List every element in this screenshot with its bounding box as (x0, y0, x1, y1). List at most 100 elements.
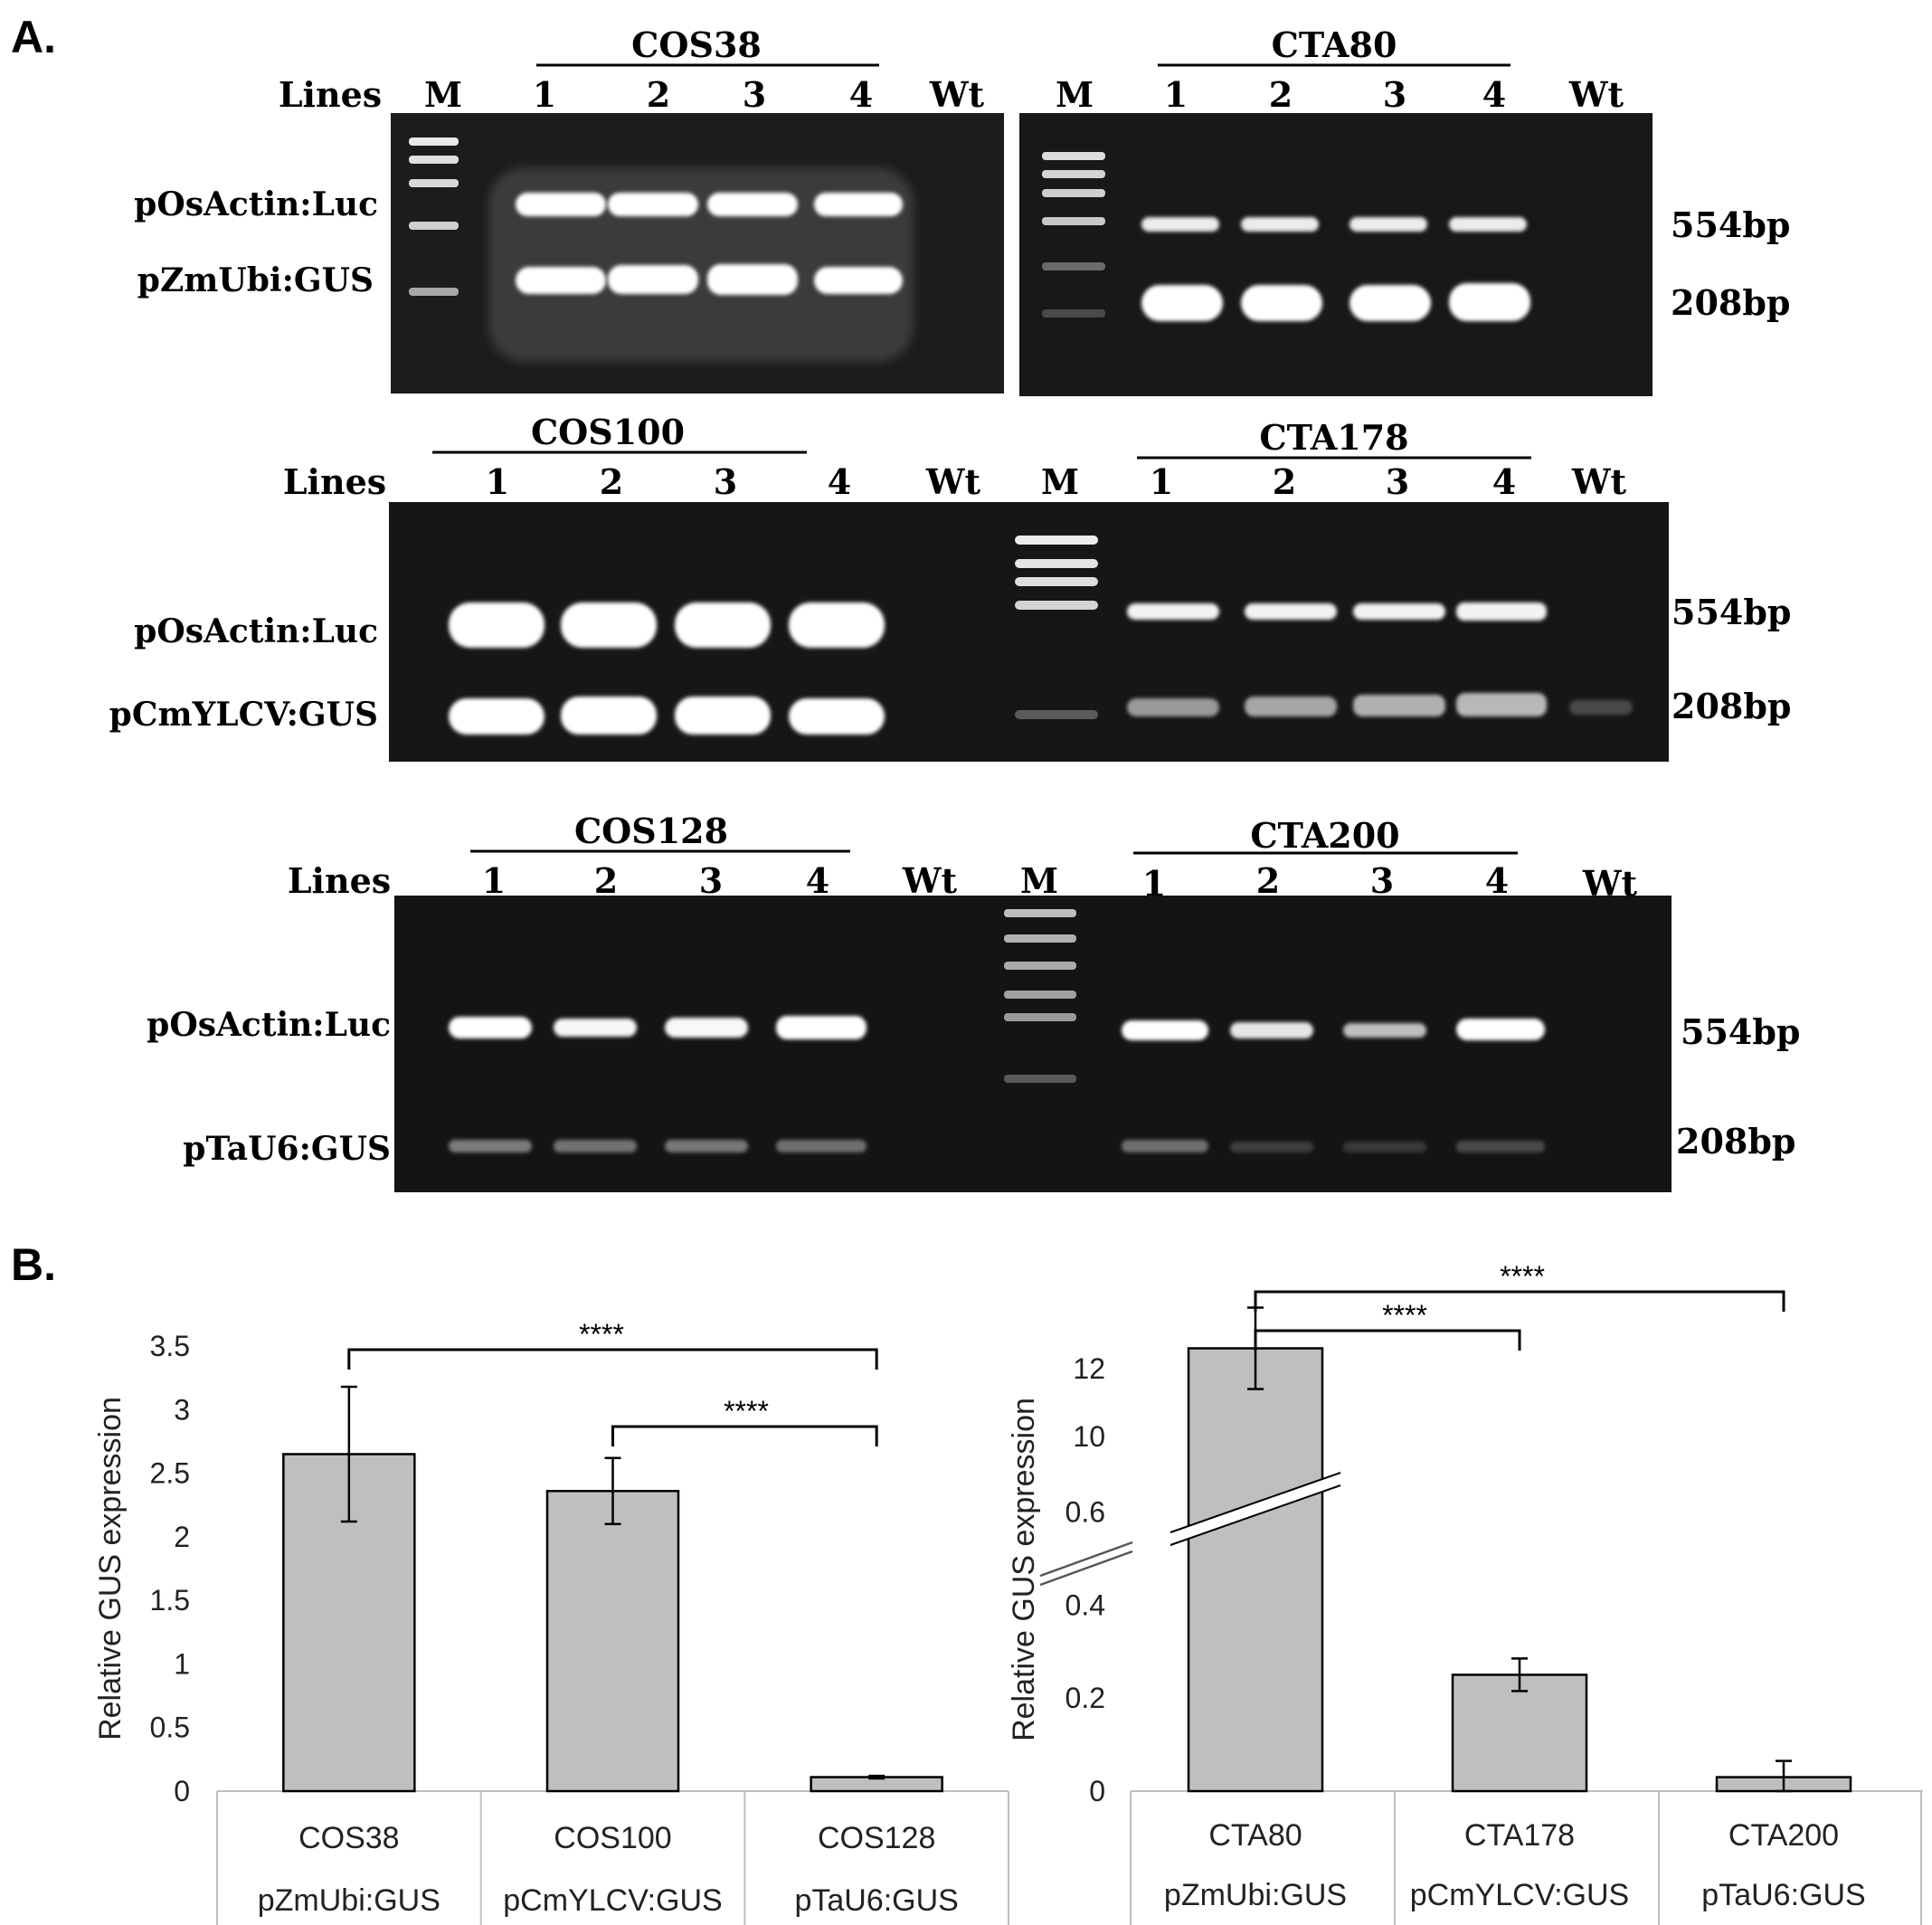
lane-label: 1 (1164, 74, 1188, 115)
band-label-bottom: pZmUbi:GUS (137, 261, 374, 299)
size-label-top: 554bp (1672, 592, 1791, 632)
lane-label: 2 (1269, 74, 1293, 115)
y-tick-label: 1.5 (150, 1584, 190, 1617)
significance-bracket (1254, 1329, 1521, 1351)
y-tick-label: 3.5 (150, 1330, 190, 1362)
lane-label: 3 (699, 860, 723, 901)
significance-label: **** (1382, 1299, 1427, 1332)
lines-label: Lines (283, 461, 386, 502)
size-label-bottom: 208bp (1671, 282, 1790, 323)
bands-top (449, 602, 885, 648)
marker-label: M (1056, 74, 1094, 115)
chart-right: Relative GUS expression 0 0.2 0.4 0.6 10 12CTA… (1007, 1260, 1923, 1925)
wt-label: Wt (1568, 74, 1624, 115)
size-label-top: 554bp (1681, 1011, 1800, 1052)
bands-bottom (1141, 283, 1530, 321)
gel-title: CTA80 (1272, 24, 1397, 65)
gel-cos38: COS38 Lines M 1 2 3 4 Wt pOsActin:Luc pZ… (134, 24, 1004, 394)
bar (545, 1490, 680, 1793)
marker-label: M (1041, 461, 1079, 502)
y-tick-label: 12 (1073, 1352, 1105, 1385)
y-tick-label: 0.6 (1065, 1495, 1105, 1528)
y-tick-label: 3 (174, 1393, 190, 1426)
marker-ladder (1042, 152, 1105, 318)
band-label-bottom: pCmYLCV:GUS (109, 696, 378, 734)
lane-label: 4 (849, 74, 873, 115)
marker-ladder (1004, 909, 1076, 1083)
gel-title: CTA200 (1250, 815, 1399, 856)
subcategory-label: pTaU6:GUS (1701, 1878, 1865, 1912)
lane-label: 3 (1383, 74, 1406, 115)
bands-top (449, 1016, 867, 1039)
lane-label: 4 (1482, 74, 1506, 115)
lane-label: 3 (1370, 860, 1394, 901)
panel-a-letter: A. (11, 12, 56, 62)
significance-label: **** (724, 1395, 769, 1427)
wt-label: Wt (929, 74, 985, 115)
bands-bottom (449, 697, 885, 735)
gel-cta80: CTA80 M 1 2 3 4 Wt 554bp 208bp (1019, 24, 1790, 396)
lane-label: 3 (1386, 461, 1409, 502)
significance-label: **** (1500, 1260, 1545, 1293)
bands-top (1127, 602, 1547, 621)
y-tick-label: 10 (1073, 1420, 1105, 1453)
band-label-bottom: pTaU6:GUS (183, 1130, 391, 1168)
size-label-top: 554bp (1671, 204, 1790, 245)
lane-label: 3 (743, 74, 766, 115)
wt-label: Wt (902, 860, 958, 901)
y-tick-label: 0 (174, 1775, 190, 1807)
gel-cta200: CTA200 M 1 2 3 4 Wt 554bp 208bp (1004, 815, 1800, 1162)
gel-cta178: CTA178 M 1 2 3 4 Wt 554bp 208bp (1015, 417, 1791, 726)
category-label: COS38 (298, 1821, 400, 1855)
wt-label: Wt (925, 461, 981, 502)
y-axis-label: Relative GUS expression (1007, 1398, 1041, 1741)
category-label: COS100 (554, 1821, 671, 1855)
gel-title: COS38 (631, 24, 762, 65)
subcategory-label: pZmUbi:GUS (1164, 1878, 1347, 1912)
lane-label: 1 (486, 461, 509, 502)
y-tick-label: 2.5 (150, 1457, 190, 1490)
y-tick-label: 0 (1089, 1775, 1105, 1807)
wt-label: Wt (1571, 461, 1627, 502)
bar (1187, 1347, 1324, 1793)
marker-ladder (409, 138, 459, 296)
lane-label: 2 (647, 74, 670, 115)
bands-top (1141, 217, 1527, 232)
lane-label: 4 (806, 860, 829, 901)
bar-break (1170, 1473, 1340, 1545)
category-label: CTA80 (1208, 1818, 1302, 1853)
subcategory-label: pZmUbi:GUS (258, 1883, 440, 1918)
bands-bottom (516, 264, 903, 295)
y-axis-label: Relative GUS expression (93, 1397, 128, 1740)
bands-bottom (1122, 1140, 1545, 1152)
bands-bottom (449, 1140, 867, 1152)
lane-label: 2 (1273, 461, 1296, 502)
lane-label: 2 (1256, 860, 1280, 901)
gel-title: CTA178 (1259, 417, 1408, 458)
lane-label: 2 (600, 461, 623, 502)
y-tick-label: 2 (174, 1521, 190, 1553)
lane-label: 4 (828, 461, 851, 502)
size-label-bottom: 208bp (1672, 686, 1791, 726)
y-tick-label: 0.2 (1065, 1682, 1105, 1714)
gel-cos128: COS128 Lines 1 2 3 4 Wt pOsActin:Luc pTa… (147, 811, 1672, 1192)
lane-label: 4 (1485, 860, 1509, 901)
bar-break-line (1170, 1472, 1341, 1533)
category-label: CTA200 (1728, 1818, 1839, 1853)
significance-bracket (347, 1348, 878, 1370)
category-label: CTA178 (1464, 1818, 1575, 1853)
lane-label: 1 (482, 860, 506, 901)
band-label-top: pOsActin:Luc (147, 1006, 391, 1044)
band-label-top: pOsActin:Luc (134, 185, 378, 223)
band-label-top: pOsActin:Luc (134, 612, 378, 650)
y-tick-label: 0.4 (1065, 1588, 1105, 1621)
gel-background (1019, 113, 1653, 396)
gel-title: COS128 (574, 811, 728, 851)
panel-b-letter: B. (11, 1239, 56, 1290)
significance-label: **** (579, 1318, 624, 1351)
y-tick-label: 0.5 (150, 1712, 190, 1744)
lines-label: Lines (288, 860, 391, 901)
axis-break-mark (1039, 1541, 1133, 1578)
bar (1451, 1674, 1588, 1793)
